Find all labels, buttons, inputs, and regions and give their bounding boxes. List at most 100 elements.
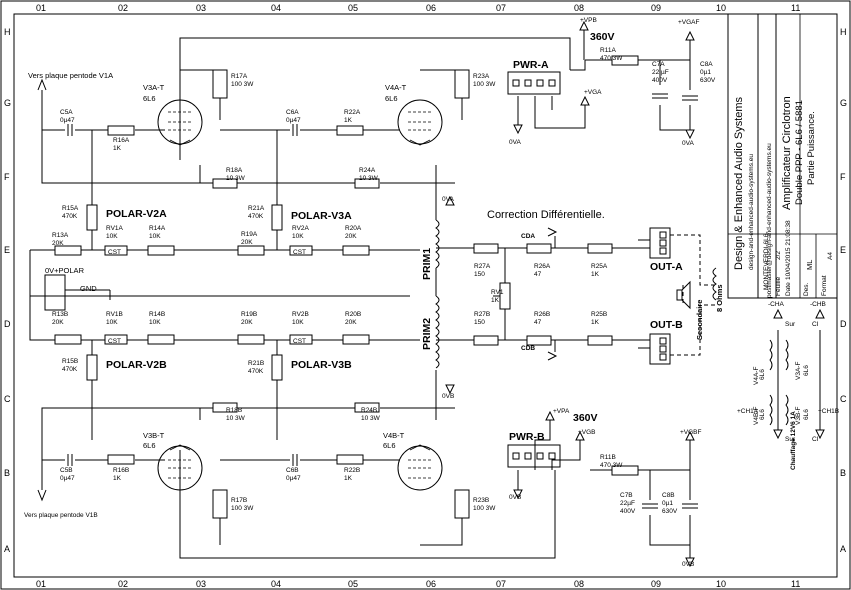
resistor-r19a [237,245,265,256]
capacitor-c6a [292,124,298,136]
cst-marker-1: CST [293,249,306,256]
vgbf-symbol: +VGBF [680,429,702,441]
column-marker-top-08: 08 [574,3,584,13]
label-c8b-1: 0µ1 [662,500,673,507]
project-name: Amplificateur Circlotron [781,96,793,210]
label-r27a-0: R27A [474,263,491,270]
resistor-r11b [611,465,639,476]
svg-text:0VA: 0VA [509,139,521,146]
label-r17b-0: R17B [231,497,247,504]
capacitor-c8a [682,95,698,101]
designer-value: ML [805,260,814,270]
labels: Vers plaque pentode V1A Vers plaque pent… [24,31,819,519]
column-ruler: 0101020203030404050506060707080809091010… [36,3,800,589]
label-r18a-0: R18A [226,167,243,174]
ovb-gnd-1: 0VB [442,384,455,400]
label-r18b-0: R18B [226,407,242,414]
column-marker-bottom-05: 05 [348,579,358,589]
resistor-r11a [611,55,639,66]
heater-v4b-f-type: 6L6 [759,409,766,420]
sheet-value: 2/2 [775,251,782,260]
resistor-r15b [86,354,98,381]
svg-text:0VB: 0VB [509,494,521,501]
pentode-v1a-label: Vers plaque pentode V1A [28,71,113,80]
label-r27b-0: R27B [474,311,490,318]
pentode-v1b-label: Vers plaque pentode V1B [24,512,98,519]
label-rv1a-0: RV1A [106,225,124,232]
label-r13a-1: 20K [52,240,64,247]
column-marker-top-02: 02 [118,3,128,13]
label-r23b-0: R23B [473,497,489,504]
label-r18b-1: 10 3W [226,415,246,422]
row-marker-right-F: F [840,172,846,182]
label-r22a-1: 1K [344,117,353,124]
column-marker-bottom-10: 10 [716,579,726,589]
label-r13b-1: 20K [52,319,64,326]
ova-gnd-3: 0VA [442,195,455,206]
label-r21b-0: R21B [248,360,264,367]
label-r26a-1: 47 [534,271,542,278]
out-b-label: OUT-B [650,319,683,331]
output-transformer: PRIM1 PRIM2 [421,219,717,369]
label-c6a-1: 0µ47 [286,117,301,124]
svg-text:+VGAF: +VGAF [678,19,700,26]
label-c7a-1: 22 µF [652,69,669,76]
row-marker-right-H: H [840,27,847,37]
svg-text:-CHA: -CHA [768,301,785,308]
svg-text:0VB: 0VB [442,393,454,400]
label-c7a-2: 400V [652,77,668,84]
heater-v4b-f-ref: V4B-F [753,407,760,425]
label-r20a-0: R20A [345,225,362,232]
row-marker-left-E: E [4,245,10,255]
label-r26a-0: R26A [534,263,551,270]
label-c8b-0: C8B [662,492,675,499]
resistor-r25b [587,335,613,346]
label-c7b-2: 400V [620,508,636,515]
label-r13b-0: R13B [52,311,68,318]
tube-v3a-t: V3A-T 6L6 [143,83,203,146]
resistor-r24b [354,402,380,413]
column-marker-bottom-07: 07 [496,579,506,589]
resistor-r16a [107,125,135,136]
vpa-symbol: +VPA [545,408,570,421]
row-marker-left-F: F [4,172,10,182]
heater-v4a-f-ref: V4A-F [753,367,760,385]
label-r11b-0: R11B [600,454,616,461]
svg-text:0VB: 0VB [682,561,694,568]
label-r26b-0: R26B [534,311,550,318]
prim1-label: PRIM1 [421,248,433,280]
tube-v3b-t-type: 6L6 [143,441,156,450]
resistor-r15a [86,204,98,231]
resistor-r13a [54,245,82,256]
format-label: Format [821,275,828,296]
label-r11a-0: R11A [600,47,616,54]
column-marker-top-01: 01 [36,3,46,13]
row-marker-left-A: A [4,544,10,554]
label-c7b-0: C7B [620,492,633,499]
resistor-r20b [342,334,370,345]
column-marker-top-09: 09 [651,3,661,13]
row-marker-left-D: D [4,319,11,329]
vgb-symbol: +VGB [575,429,596,441]
v360a-label: 360V [590,31,615,43]
resistor-r16b [107,454,135,465]
resistor-r18a [212,178,238,189]
label-r21b-1: 470K [248,368,264,375]
cha-plus-symbol: +CH1A [737,408,783,440]
label-r21a-1: 470K [248,213,264,220]
row-marker-right-D: D [840,319,847,329]
ova-gnd-1: 0VA [509,124,523,146]
tube-v3a-t-ref: V3A-T [143,83,165,92]
tube-v4b-t: V4B-T 6L6 [383,431,443,491]
ovb-gnd-2: 0VB [509,489,523,501]
svg-text:+VPA: +VPA [553,408,570,415]
chb-plus-symbol: +CH1B [815,408,839,440]
label-rv2a-1: 10K [292,233,304,240]
secondaire-label: Secondaire [695,300,704,340]
resistor-r27b [473,335,499,346]
pwr-a-label: PWR-A [513,59,549,71]
vga-symbol: +VGA [580,89,602,106]
label-r24a-1: 10 3W [359,175,379,182]
